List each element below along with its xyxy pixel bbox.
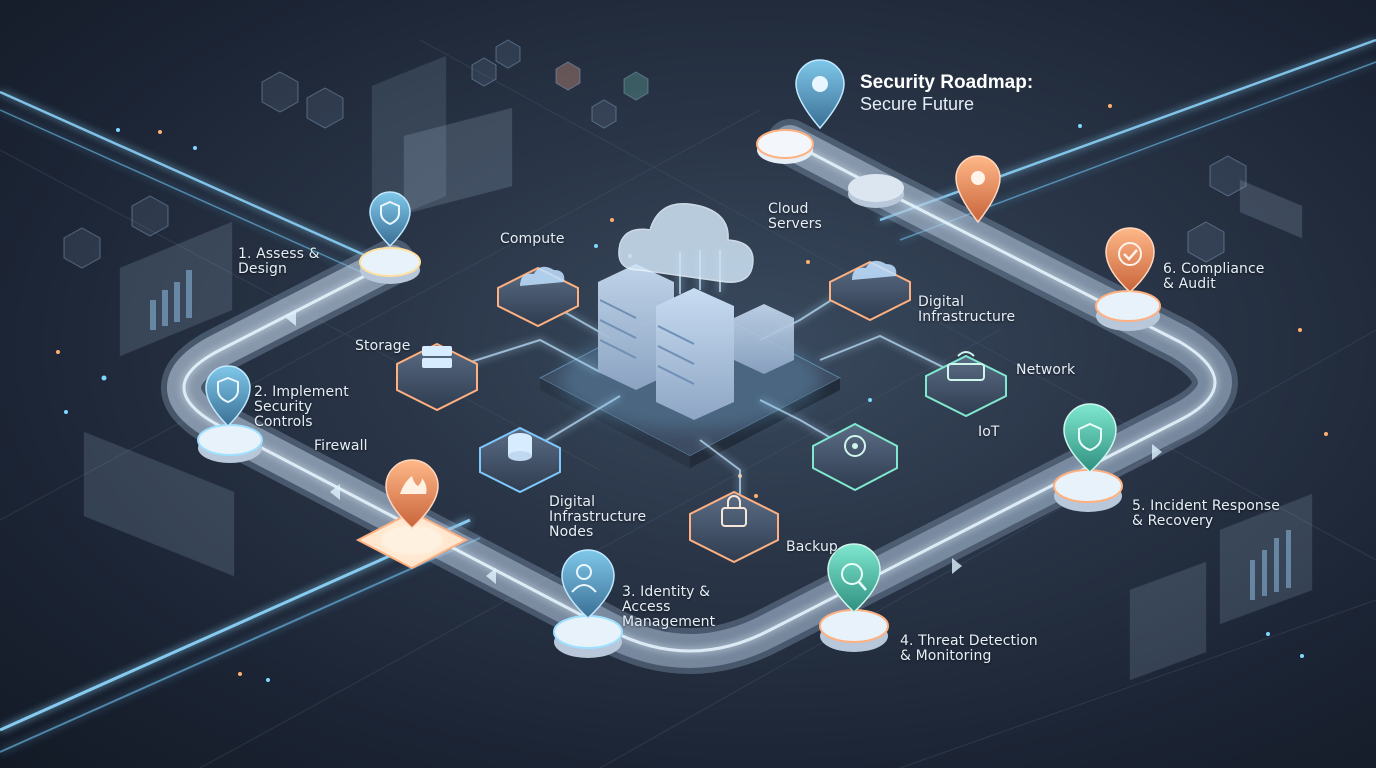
- station-4: [819, 609, 889, 652]
- roadmap-stations: [197, 129, 1161, 658]
- user-key-icon: [561, 549, 615, 620]
- shield-icon: [369, 191, 411, 248]
- firewall-label: Firewall: [314, 438, 368, 454]
- station-1: [359, 247, 421, 284]
- step-4-label: 4. Threat Detection & Monitoring: [900, 633, 1038, 664]
- station-5: [1053, 469, 1123, 512]
- iot-label: IoT: [978, 424, 1000, 440]
- digital-infrastructure-nodes-label: Digital Infrastructure Nodes: [549, 494, 647, 540]
- compute-node: [497, 266, 579, 328]
- backup-node: [689, 490, 779, 564]
- title-line-1: Security Roadmap:: [860, 72, 1034, 93]
- location-pin-icon: [795, 59, 845, 130]
- cloud-icon: [618, 202, 754, 283]
- firewall-icon: [385, 459, 439, 530]
- server-rack-center: [656, 288, 734, 420]
- digital-infrastructure-label: Digital Infrastructure: [918, 294, 1016, 325]
- station-2: [197, 424, 263, 463]
- shield-arrow-icon: [1063, 403, 1117, 474]
- floating-panels: [83, 55, 1313, 681]
- shield-icon: [205, 365, 251, 428]
- check-badge-icon: [1105, 227, 1155, 294]
- step-2-label: 2. Implement Security Controls: [254, 384, 349, 430]
- central-servers: [560, 202, 820, 430]
- step-1-label: 1. Assess & Design: [238, 246, 320, 277]
- station-waypoint: [848, 174, 904, 208]
- roadmap-path: [161, 119, 1238, 674]
- background-grid: [0, 39, 1376, 768]
- roadmap-pins: [205, 59, 1155, 620]
- db-node: [479, 426, 561, 494]
- station-start: [756, 129, 814, 164]
- step-6-label: 6. Compliance & Audit: [1163, 261, 1265, 292]
- iot-node: [812, 422, 898, 492]
- station-firewall: [355, 510, 469, 570]
- hexagon-decor: [63, 39, 1247, 269]
- server-rack-left: [598, 264, 674, 390]
- infrastructure-nodes: [396, 260, 1007, 564]
- network-label: Network: [1016, 362, 1076, 378]
- storage-label: Storage: [355, 338, 411, 354]
- storage-node: [396, 342, 478, 412]
- ai-search-icon: [827, 543, 881, 614]
- location-pin-icon: [955, 155, 1001, 224]
- station-3: [553, 615, 623, 658]
- page-title: Security Roadmap: Secure Future: [860, 72, 1033, 115]
- server-rack-right: [734, 304, 794, 374]
- cloud-servers-label: Cloud Servers: [768, 201, 822, 232]
- compute-label: Compute: [500, 231, 565, 247]
- backup-label: Backup: [786, 539, 838, 555]
- step-3-label: 3. Identity & Access Management: [622, 584, 716, 630]
- step-5-label: 5. Incident Response & Recovery: [1132, 498, 1280, 529]
- network-node: [925, 351, 1007, 418]
- station-6: [1095, 290, 1161, 331]
- title-line-2: Secure Future: [860, 94, 975, 114]
- digital-infrastructure-node: [829, 260, 911, 322]
